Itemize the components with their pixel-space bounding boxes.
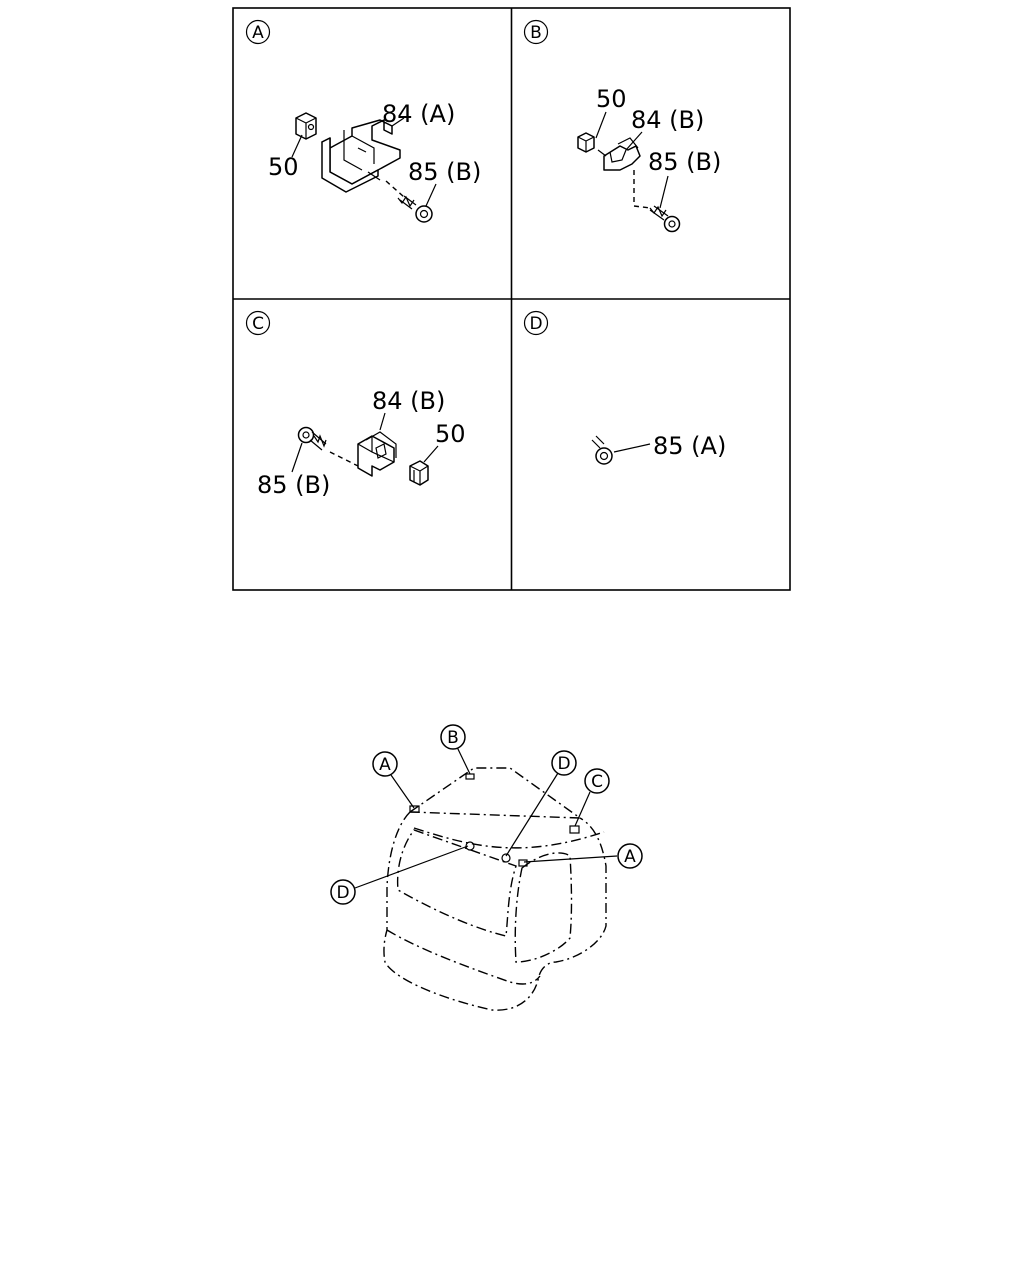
panel-tag-a: A	[245, 19, 271, 45]
mount-mark-a-left	[409, 805, 420, 813]
label-50-panel-a: 50	[268, 153, 299, 181]
label-50-panel-c: 50	[435, 420, 466, 448]
leader-50-a	[291, 134, 303, 158]
label-85a-panel-d: 85 (A)	[653, 432, 726, 460]
panel-tag-b-text: B	[530, 23, 542, 43]
panel-tag-c-text: C	[252, 314, 264, 334]
leader-85a-d	[613, 443, 651, 453]
svg-text:B: B	[447, 728, 459, 748]
label-84b-panel-c: 84 (B)	[372, 387, 445, 415]
clip-nut-50-c	[409, 460, 429, 486]
mount-mark-a-right	[518, 859, 528, 867]
svg-text:D: D	[336, 883, 349, 903]
callout-d-left: D	[330, 879, 356, 905]
panel-tag-b: B	[523, 19, 549, 45]
detail-grid	[232, 7, 791, 591]
detail-panel-c: C 84 (B) 50 85 (B)	[245, 310, 466, 499]
vehicle-roof-outline	[409, 767, 583, 819]
label-84a-panel-a: 84 (A)	[382, 100, 455, 128]
svg-text:A: A	[624, 847, 636, 867]
vehicle-overview: A B D C A D	[330, 724, 643, 1011]
label-84b-panel-b: 84 (B)	[631, 106, 704, 134]
vehicle-side-window	[514, 852, 573, 963]
mount-mark-d-center	[501, 853, 511, 863]
callout-d-top: D	[551, 750, 577, 776]
label-85b-panel-b: 85 (B)	[648, 148, 721, 176]
detail-panel-d: D 85 (A)	[523, 310, 726, 465]
svg-text:C: C	[591, 772, 603, 792]
panel-tag-c: C	[245, 310, 271, 336]
leader-84a-a	[391, 117, 405, 127]
callout-a-left: A	[372, 751, 398, 777]
bolt-85b-a	[397, 195, 433, 223]
leader-84b-c	[379, 412, 386, 431]
mount-mark-d-left	[465, 841, 475, 851]
callout-b-top: B	[440, 724, 466, 750]
leader-85b-c	[291, 442, 303, 473]
bracket-84b-b	[597, 137, 641, 171]
leader-50-b	[595, 111, 607, 139]
label-85b-panel-a: 85 (B)	[408, 158, 481, 186]
svg-text:A: A	[379, 755, 391, 775]
leader-85b-a	[425, 183, 437, 207]
bolt-85a-d	[591, 435, 613, 465]
panel-tag-d-text: D	[529, 314, 542, 334]
panel-tag-d: D	[523, 310, 549, 336]
clip-nut-50-b	[577, 132, 595, 153]
label-85b-panel-c: 85 (B)	[257, 471, 330, 499]
label-50-panel-b: 50	[596, 85, 627, 113]
bolt-85b-b	[649, 205, 681, 233]
vehicle-back-window	[396, 829, 517, 937]
svg-text:D: D	[557, 754, 570, 774]
mount-mark-b	[465, 773, 475, 780]
bracket-84b-c	[357, 431, 397, 477]
clip-nut-50-a	[295, 112, 317, 140]
bracket-84a	[321, 119, 401, 193]
callout-c-right: C	[584, 768, 610, 794]
panel-tag-a-text: A	[252, 23, 264, 43]
leader-50-c	[423, 445, 439, 463]
detail-panel-b: B 50 84 (B) 85 (B)	[523, 19, 721, 233]
mount-mark-c	[569, 825, 580, 834]
detail-panel-a: A 84 (A) 50 85 (B)	[245, 19, 481, 223]
callout-a-right: A	[617, 843, 643, 869]
vehicle-body-outline	[383, 811, 607, 1011]
leader-85b-b	[659, 175, 669, 209]
bolt-85b-c	[297, 426, 327, 451]
leader-84b-b	[625, 131, 643, 151]
